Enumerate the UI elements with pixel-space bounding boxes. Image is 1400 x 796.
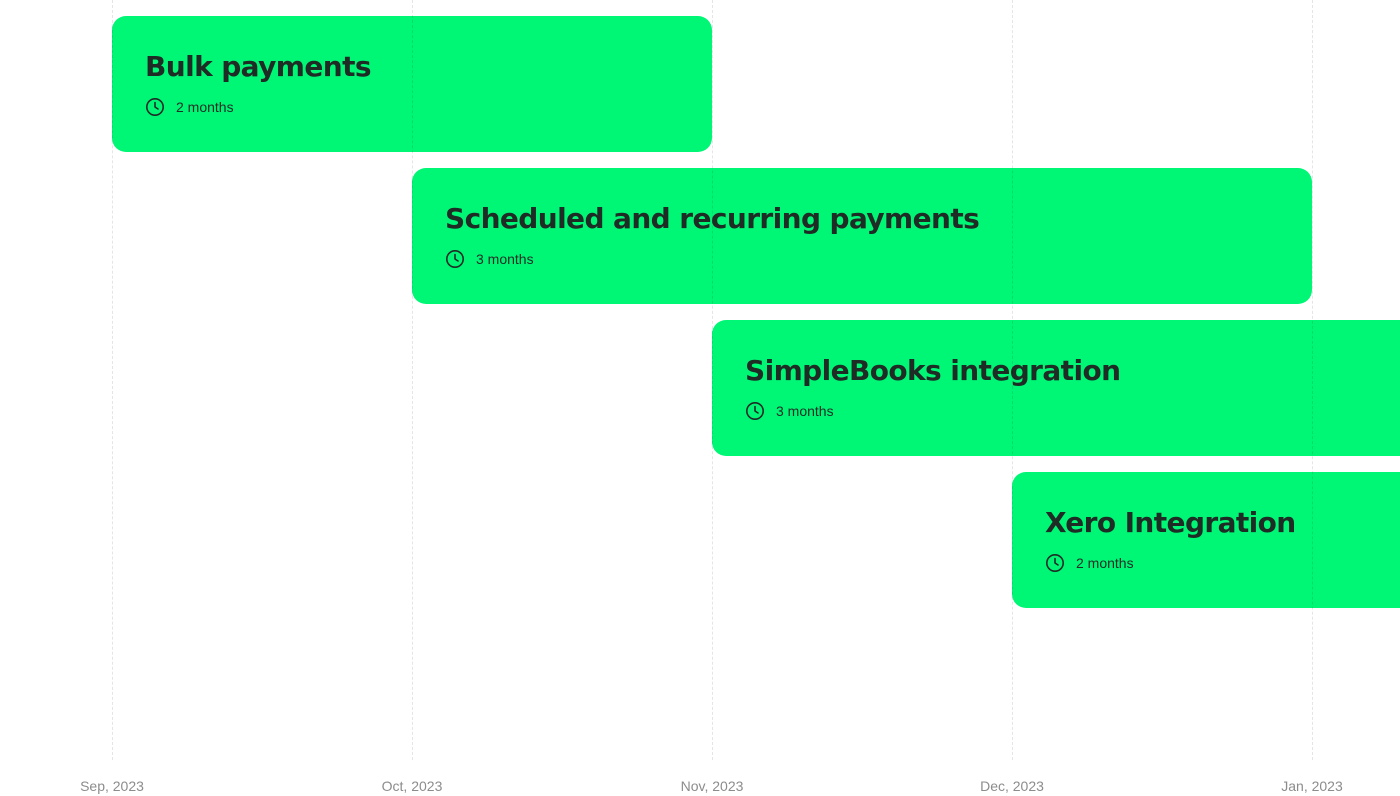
clock-icon — [1046, 554, 1064, 572]
timeline-bar-simplebooks-integration[interactable]: SimpleBooks integration 3 months — [712, 320, 1400, 456]
bar-meta: 3 months — [445, 249, 1312, 269]
clock-icon — [746, 402, 764, 420]
bar-meta: 2 months — [1045, 553, 1400, 573]
axis-label-nov-2023: Nov, 2023 — [680, 778, 744, 794]
timeline-bar-scheduled-recurring-payments[interactable]: Scheduled and recurring payments 3 month… — [412, 168, 1312, 304]
axis-label-oct-2023: Oct, 2023 — [381, 778, 443, 794]
axis-label-jan-2023: Jan, 2023 — [1281, 778, 1343, 794]
bar-duration: 2 months — [176, 99, 234, 115]
bar-title: SimpleBooks integration — [745, 354, 1121, 387]
bar-title: Xero Integration — [1045, 506, 1296, 539]
timeline-bar-xero-integration[interactable]: Xero Integration 2 months — [1012, 472, 1400, 608]
bar-title: Bulk payments — [145, 50, 372, 83]
clock-icon — [146, 98, 164, 116]
bar-meta: 2 months — [145, 97, 712, 117]
bar-duration: 2 months — [1076, 555, 1134, 571]
clock-icon — [446, 250, 464, 268]
bar-duration: 3 months — [476, 251, 534, 267]
axis-label-sep-2023: Sep, 2023 — [80, 778, 144, 794]
bar-meta: 3 months — [745, 401, 1400, 421]
bar-duration: 3 months — [776, 403, 834, 419]
bar-title: Scheduled and recurring payments — [445, 202, 980, 235]
timeline-bar-bulk-payments[interactable]: Bulk payments 2 months — [112, 16, 712, 152]
axis-label-dec-2023: Dec, 2023 — [980, 778, 1044, 794]
